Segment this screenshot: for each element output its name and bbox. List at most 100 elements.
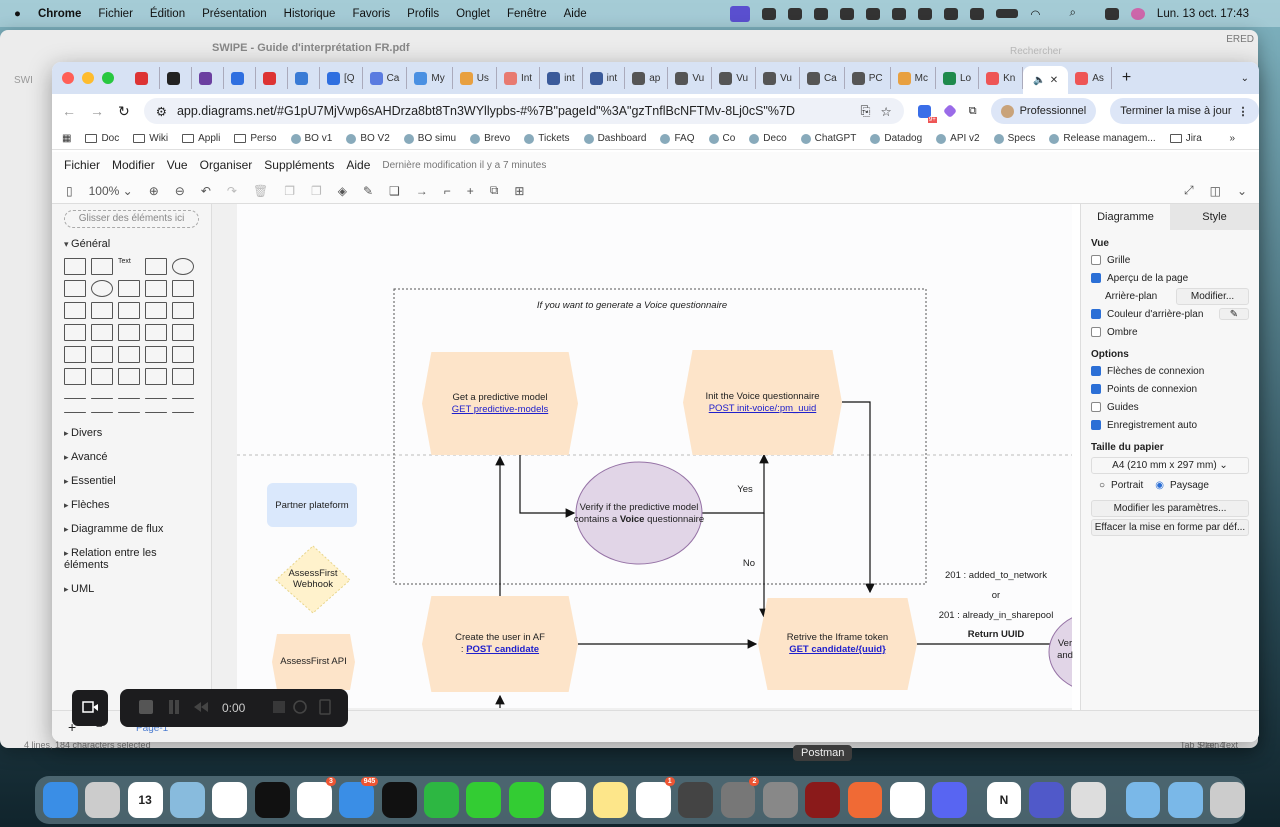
browser-tab[interactable]: Kn <box>979 67 1024 89</box>
dock-app-slack[interactable]: 1 <box>635 777 675 818</box>
reload-button[interactable]: ↻ <box>118 102 130 119</box>
browser-tab[interactable] <box>192 67 224 89</box>
palette-shape[interactable] <box>64 324 86 341</box>
menu-fenetre[interactable]: Fenêtre <box>507 7 547 20</box>
palette-shape[interactable] <box>91 412 113 413</box>
bg-color-picker[interactable]: ✎ <box>1219 308 1249 320</box>
url-text[interactable]: app.diagrams.net/#G1pU7MjVwp6sAHDrza8bt8… <box>176 104 795 118</box>
browser-tab[interactable]: As <box>1068 67 1112 89</box>
plant-icon[interactable] <box>866 7 881 20</box>
sidebar-section[interactable]: UML <box>52 577 211 601</box>
fill-color-icon[interactable]: ◈ <box>337 183 347 198</box>
extension-icon[interactable]: 9+ <box>917 104 937 123</box>
drawio-menu-vue[interactable]: Vue <box>166 158 188 172</box>
palette-shape[interactable] <box>145 412 167 413</box>
browser-tab[interactable]: Vu <box>756 67 800 89</box>
assessfirst-api-node[interactable]: AssessFirst API <box>272 634 355 690</box>
zoom-out-icon[interactable]: ⊖ <box>174 183 185 198</box>
webhook-node[interactable]: AssessFirst Webhook <box>288 568 338 590</box>
palette-shape[interactable] <box>64 346 86 363</box>
dock-app-messenger[interactable]: 3 <box>297 777 336 818</box>
landscape-radio[interactable]: ◉ <box>1155 479 1165 491</box>
page-view-checkbox[interactable] <box>1091 273 1101 283</box>
menu-profils[interactable]: Profils <box>407 7 440 20</box>
palette-shape[interactable] <box>118 280 140 297</box>
palette-shape[interactable] <box>118 412 140 413</box>
palette-shape[interactable] <box>91 280 113 297</box>
dock-app-teams[interactable] <box>1028 782 1064 818</box>
to-front-icon[interactable]: ❐ <box>284 183 295 198</box>
dock-app-maps[interactable] <box>170 782 205 818</box>
palette-shape[interactable] <box>172 280 194 297</box>
syntax-mode[interactable]: Plain Text <box>1199 740 1238 750</box>
dock-app-notes[interactable] <box>593 782 629 818</box>
close-window-button[interactable] <box>62 72 74 84</box>
bookmark[interactable]: Doc <box>85 133 119 144</box>
extension-gem-icon[interactable] <box>942 103 957 119</box>
menu-fichier[interactable]: Fichier <box>98 7 133 20</box>
bookmark[interactable]: Perso <box>234 133 277 144</box>
clear-default-style-button[interactable]: Effacer la mise en forme par déf... <box>1091 519 1249 536</box>
palette-shape[interactable] <box>172 346 194 363</box>
dock-app-mail[interactable]: 945 <box>339 777 379 818</box>
insert-icon[interactable]: + <box>466 183 474 198</box>
create-user-node[interactable]: Create the user in AF : POST candidate <box>422 596 578 692</box>
palette-shape[interactable] <box>91 258 113 275</box>
extensions-puzzle-icon[interactable]: ⧉ <box>968 104 977 117</box>
browser-tab[interactable] <box>128 67 160 89</box>
dock-app-cursor[interactable] <box>381 782 417 818</box>
palette-shape[interactable] <box>172 412 194 413</box>
post-candidate-link[interactable]: POST candidate <box>466 644 540 655</box>
zoom-select[interactable]: 100% ⌄ <box>88 183 133 198</box>
dock-app-calendar[interactable]: 13 <box>127 782 163 818</box>
bookmark[interactable]: Jira <box>1169 133 1202 144</box>
palette-shape[interactable] <box>145 398 167 399</box>
menu-favoris[interactable]: Favoris <box>352 7 391 20</box>
new-tab-button[interactable]: + <box>1121 69 1132 86</box>
sidebar-section[interactable]: Divers <box>52 421 211 445</box>
browser-tab[interactable]: int <box>540 67 583 89</box>
browser-tab[interactable]: Mc <box>891 67 936 89</box>
drawio-menu-modifier[interactable]: Modifier <box>112 158 155 172</box>
menu-onglet[interactable]: Onglet <box>456 7 490 20</box>
dock-app-finder[interactable] <box>43 782 78 818</box>
sidebar-section[interactable]: Relation entre les éléments <box>52 541 211 577</box>
palette-shape[interactable] <box>64 368 86 385</box>
wifi-icon[interactable]: ◠ <box>1030 8 1041 21</box>
palette-shape[interactable] <box>145 324 167 341</box>
palette-shape[interactable] <box>64 280 86 297</box>
bookmark[interactable]: Tickets <box>524 133 570 144</box>
browser-tab[interactable]: Int <box>497 67 541 89</box>
redo-icon[interactable]: ↷ <box>226 183 237 198</box>
drawio-menu-aide[interactable]: Aide <box>346 158 371 172</box>
palette-shape[interactable] <box>145 368 167 385</box>
paper-size-select[interactable]: A4 (210 mm x 297 mm) ⌄ <box>1091 457 1249 474</box>
shapes-icon[interactable]: ⧉ <box>489 183 499 197</box>
arrows-checkbox[interactable] <box>1091 366 1101 376</box>
sidebar-section[interactable]: Avancé <box>52 445 211 469</box>
palette-shape[interactable] <box>91 346 113 363</box>
bookmark[interactable]: ChatGPT <box>800 133 856 144</box>
update-button[interactable]: Terminer la mise à jour⋮ <box>1110 98 1259 124</box>
palette-shape[interactable] <box>145 346 167 363</box>
init-voice-node[interactable]: Init the Voice questionnaire POST init-v… <box>683 350 842 455</box>
bookmark[interactable]: Deco <box>749 133 787 144</box>
palette-shape[interactable] <box>118 346 140 363</box>
palette-shape[interactable]: Text <box>118 258 131 265</box>
paperclip-icon[interactable] <box>892 7 907 20</box>
palette-shape[interactable] <box>118 324 140 341</box>
undo-icon[interactable]: ↶ <box>200 183 211 198</box>
delete-icon[interactable]: 🗑 <box>252 183 269 198</box>
guides-checkbox[interactable] <box>1091 402 1101 412</box>
sidebar-section[interactable]: Flèches <box>52 493 211 517</box>
palette-shape[interactable] <box>118 368 140 385</box>
palette-shape[interactable] <box>172 302 194 319</box>
palette-shape[interactable] <box>172 398 194 399</box>
sidebar-section[interactable]: Essentiel <box>52 469 211 493</box>
browser-tab[interactable]: Lo <box>936 67 980 89</box>
bg-color-checkbox[interactable] <box>1091 309 1101 319</box>
portrait-radio[interactable]: ○ <box>1099 479 1106 491</box>
browser-tab[interactable]: Us <box>453 67 497 89</box>
browser-tab[interactable] <box>256 67 288 89</box>
